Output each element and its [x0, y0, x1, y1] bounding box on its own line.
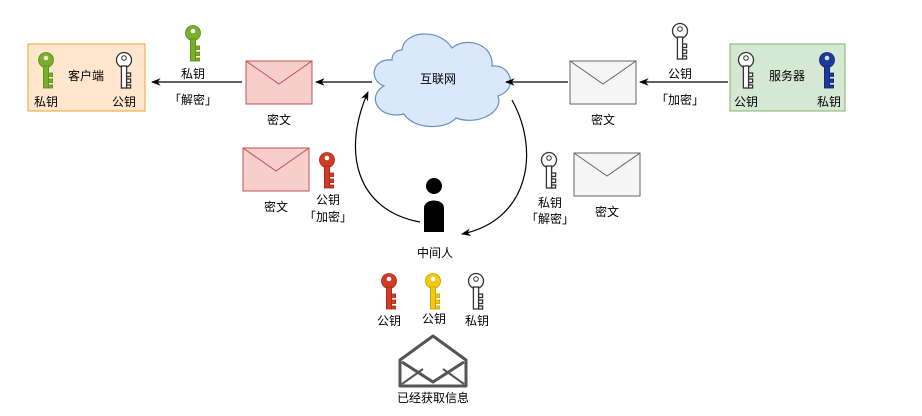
mitm-right-cipher-envelope [573, 152, 641, 197]
arrow-internet-to-mitm [461, 99, 528, 237]
server-side-public-key-icon [671, 22, 689, 60]
server-public-key-icon [737, 51, 755, 89]
mitm-left-action: 「加密」 [304, 209, 352, 224]
mitm-left-public-key-icon [319, 152, 335, 189]
client-side-action: 「解密」 [169, 92, 217, 107]
client-public-key-label: 公钥 [112, 95, 136, 109]
mitm-key1-label: 公钥 [377, 314, 401, 328]
server-private-key-label: 私钥 [817, 95, 841, 109]
arrow-mitm-to-internet [354, 91, 421, 223]
mitm-red-public-key-icon [381, 273, 397, 310]
mitm-left-cipher-envelope [242, 147, 310, 192]
server-side-cipher-label: 密文 [591, 112, 615, 127]
server-side-action: 「加密」 [656, 92, 704, 107]
server-side-key-label: 公钥 [668, 67, 692, 81]
result-label: 已经获取信息 [397, 390, 469, 405]
client-side-cipher-label: 密文 [267, 112, 291, 127]
server-title: 服务器 [769, 68, 805, 83]
server-public-key-label: 公钥 [734, 95, 758, 109]
client-side-private-key-icon [185, 25, 201, 62]
mitm-right-private-key-icon [540, 151, 558, 189]
internet-label: 互联网 [420, 72, 456, 86]
server-private-key-icon [819, 52, 835, 89]
internet-cloud: 互联网 [373, 33, 511, 128]
mitm-key3-label: 私钥 [465, 314, 489, 328]
client-private-key-icon [38, 52, 54, 89]
client-title: 客户端 [68, 68, 104, 83]
client-side-cipher-envelope [245, 60, 313, 105]
mitm-left-key-label: 公钥 [316, 193, 340, 207]
mitm-white-private-key-icon [467, 272, 485, 310]
mitm-right-key-label: 私钥 [538, 196, 562, 210]
client-private-key-label: 私钥 [34, 95, 58, 109]
server-box: 服务器 公钥 私钥 [729, 43, 846, 112]
mitm-yellow-public-key-icon [425, 273, 441, 310]
mitm-right-cipher-label: 密文 [595, 204, 619, 219]
client-public-key-icon [115, 51, 133, 89]
mitm-key2-label: 公钥 [422, 312, 446, 326]
client-box: 客户端 私钥 公钥 [27, 43, 146, 112]
mitm-label: 中间人 [417, 245, 453, 260]
server-side-cipher-envelope [569, 60, 637, 105]
mitm-right-action: 「解密」 [526, 211, 574, 226]
client-side-key-label: 私钥 [181, 67, 205, 81]
mitm-left-cipher-label: 密文 [264, 199, 288, 214]
person-icon [424, 178, 444, 232]
opened-envelope-icon [398, 334, 468, 388]
